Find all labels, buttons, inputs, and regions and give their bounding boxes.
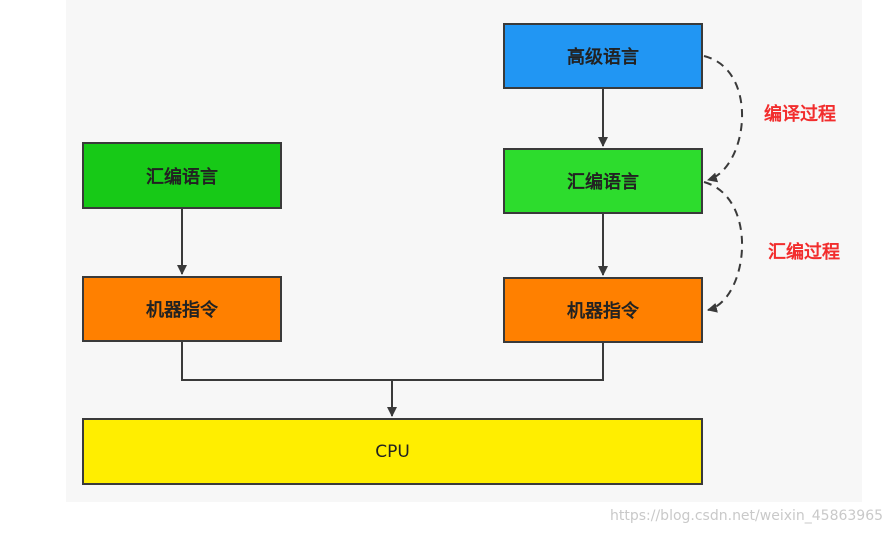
node-assembly-left: 汇编语言 bbox=[82, 142, 282, 209]
node-high-level-language-label: 高级语言 bbox=[567, 47, 639, 68]
dashed-compile-curve bbox=[703, 55, 744, 183]
watermark-url: https://blog.csdn.net/weixin_45863965 bbox=[610, 508, 884, 524]
node-machine-right: 机器指令 bbox=[503, 277, 703, 343]
node-assembly-left-label: 汇编语言 bbox=[146, 166, 218, 188]
node-assembly-right: 汇编语言 bbox=[503, 148, 703, 214]
label-compile-process: 编译过程 bbox=[764, 104, 836, 125]
node-machine-left-label: 机器指令 bbox=[146, 300, 218, 321]
node-cpu-label: CPU bbox=[375, 441, 410, 462]
node-machine-right-label: 机器指令 bbox=[567, 301, 639, 322]
node-assembly-right-label: 汇编语言 bbox=[567, 172, 639, 193]
label-assemble-process: 汇编过程 bbox=[768, 242, 840, 263]
dashed-assemble-curve bbox=[703, 181, 744, 313]
node-high-level-language: 高级语言 bbox=[503, 23, 703, 89]
node-machine-left: 机器指令 bbox=[82, 276, 282, 342]
connector-machine-to-cpu bbox=[181, 342, 604, 381]
node-cpu: CPU bbox=[82, 418, 703, 485]
